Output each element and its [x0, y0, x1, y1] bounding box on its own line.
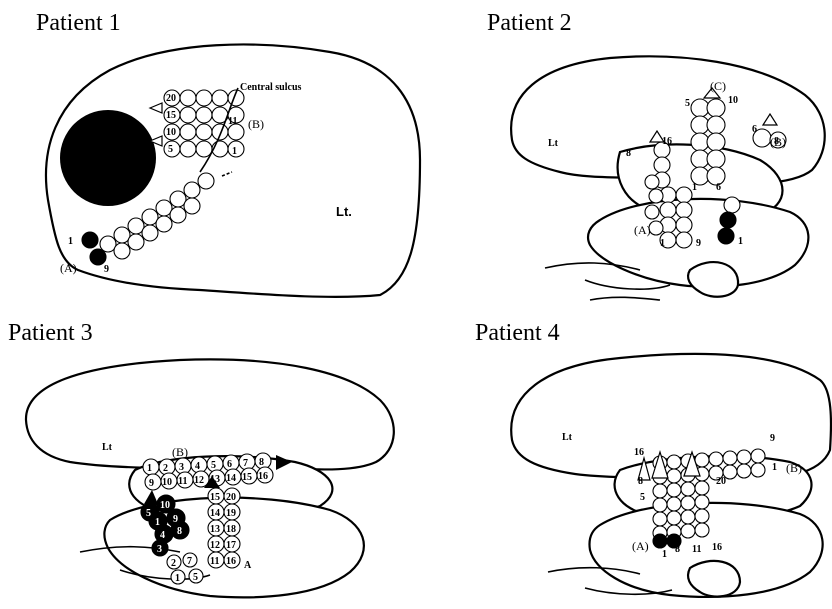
svg-text:19: 19 — [226, 508, 236, 519]
svg-text:10: 10 — [728, 95, 738, 106]
svg-text:20: 20 — [716, 476, 726, 487]
svg-text:20: 20 — [166, 93, 176, 104]
svg-text:3: 3 — [157, 544, 162, 555]
svg-text:1: 1 — [155, 517, 160, 528]
svg-text:7: 7 — [243, 458, 248, 469]
svg-text:18: 18 — [226, 524, 236, 535]
svg-text:1: 1 — [147, 463, 152, 474]
hemisphere-label-patient-4: Lt — [562, 432, 573, 443]
svg-text:6: 6 — [752, 124, 757, 135]
svg-text:15: 15 — [210, 492, 220, 503]
svg-text:1: 1 — [662, 549, 667, 560]
svg-text:1: 1 — [232, 146, 237, 157]
svg-text:4: 4 — [160, 530, 165, 541]
svg-text:11: 11 — [178, 476, 187, 487]
label-b-patient-4: (B) — [786, 461, 802, 475]
svg-text:15: 15 — [166, 110, 176, 121]
svg-text:13: 13 — [210, 474, 220, 485]
svg-text:5: 5 — [193, 572, 198, 583]
svg-text:16: 16 — [634, 447, 644, 458]
svg-text:11: 11 — [692, 544, 701, 555]
svg-text:1: 1 — [772, 462, 777, 473]
svg-text:4: 4 — [195, 461, 200, 472]
svg-text:2: 2 — [163, 463, 168, 474]
svg-text:5: 5 — [168, 144, 173, 155]
svg-text:11: 11 — [210, 556, 219, 567]
label-b-patient-3: (B) — [172, 445, 188, 459]
label-c-patient-2: (C) — [710, 79, 726, 93]
hemisphere-label-patient-3: Lt — [102, 442, 113, 453]
svg-text:5: 5 — [640, 492, 645, 503]
strip-label-a-patient-1: (A) — [60, 261, 77, 275]
svg-text:1: 1 — [175, 573, 180, 584]
brain-outline-patient-3 — [26, 359, 394, 469]
panel-title-patient-1: Patient 1 — [36, 10, 121, 36]
panel-title-patient-2: Patient 2 — [487, 10, 572, 36]
svg-text:12: 12 — [194, 475, 204, 486]
svg-text:1: 1 — [738, 236, 743, 247]
svg-text:1: 1 — [660, 238, 665, 249]
svg-text:9: 9 — [696, 238, 701, 249]
svg-text:6: 6 — [227, 459, 232, 470]
svg-text:2: 2 — [171, 558, 176, 569]
svg-text:16: 16 — [226, 556, 236, 567]
svg-text:1: 1 — [68, 236, 73, 247]
panel-patient-1: Patient 1 20 15 10 5 11 1 Central sulcus… — [36, 10, 420, 297]
dark-electrode — [720, 212, 736, 228]
svg-text:14: 14 — [210, 508, 220, 519]
svg-text:8: 8 — [177, 526, 182, 537]
svg-text:7: 7 — [187, 556, 192, 567]
svg-text:8: 8 — [626, 148, 631, 159]
svg-text:8: 8 — [259, 457, 264, 468]
svg-text:20: 20 — [226, 492, 236, 503]
panel-title-patient-4: Patient 4 — [475, 320, 560, 346]
svg-text:11: 11 — [228, 116, 237, 127]
svg-text:8: 8 — [675, 544, 680, 555]
panel-patient-4: Patient 4 (B) (A) 16 9 1 8 20 5 1 8 11 — [475, 320, 831, 597]
svg-text:8: 8 — [774, 136, 779, 147]
panel-patient-2: Patient 2 (C) (B) — [487, 10, 825, 300]
svg-text:5: 5 — [211, 460, 216, 471]
svg-text:17: 17 — [226, 540, 236, 551]
label-a-patient-3: A — [244, 560, 252, 571]
svg-text:6: 6 — [716, 182, 721, 193]
svg-text:12: 12 — [210, 540, 220, 551]
pons-patient-2 — [688, 262, 738, 297]
svg-text:10: 10 — [162, 477, 172, 488]
svg-text:3: 3 — [179, 462, 184, 473]
hemisphere-label-patient-2: Lt — [548, 138, 559, 149]
svg-text:10: 10 — [166, 127, 176, 138]
svg-text:16: 16 — [662, 136, 672, 147]
svg-text:9: 9 — [149, 478, 154, 489]
central-sulcus-label: Central sulcus — [240, 82, 302, 93]
label-a-patient-2: (A) — [634, 223, 651, 237]
lesion-marker — [60, 110, 156, 206]
grid-label-b-patient-1: (B) — [248, 117, 264, 131]
svg-text:9: 9 — [173, 514, 178, 525]
dark-electrode — [718, 228, 734, 244]
svg-text:5: 5 — [685, 98, 690, 109]
svg-text:15: 15 — [242, 472, 252, 483]
svg-text:10: 10 — [160, 500, 170, 511]
svg-text:9: 9 — [770, 433, 775, 444]
label-a-patient-4: (A) — [632, 539, 649, 553]
panel-title-patient-3: Patient 3 — [8, 320, 93, 346]
svg-text:16: 16 — [258, 471, 268, 482]
svg-text:5: 5 — [146, 508, 151, 519]
svg-text:16: 16 — [712, 542, 722, 553]
svg-text:9: 9 — [104, 264, 109, 275]
svg-text:13: 13 — [210, 524, 220, 535]
svg-text:14: 14 — [226, 473, 236, 484]
svg-text:1: 1 — [692, 182, 697, 193]
svg-text:8: 8 — [638, 476, 643, 487]
hemisphere-label-patient-1: Lt. — [336, 204, 352, 219]
